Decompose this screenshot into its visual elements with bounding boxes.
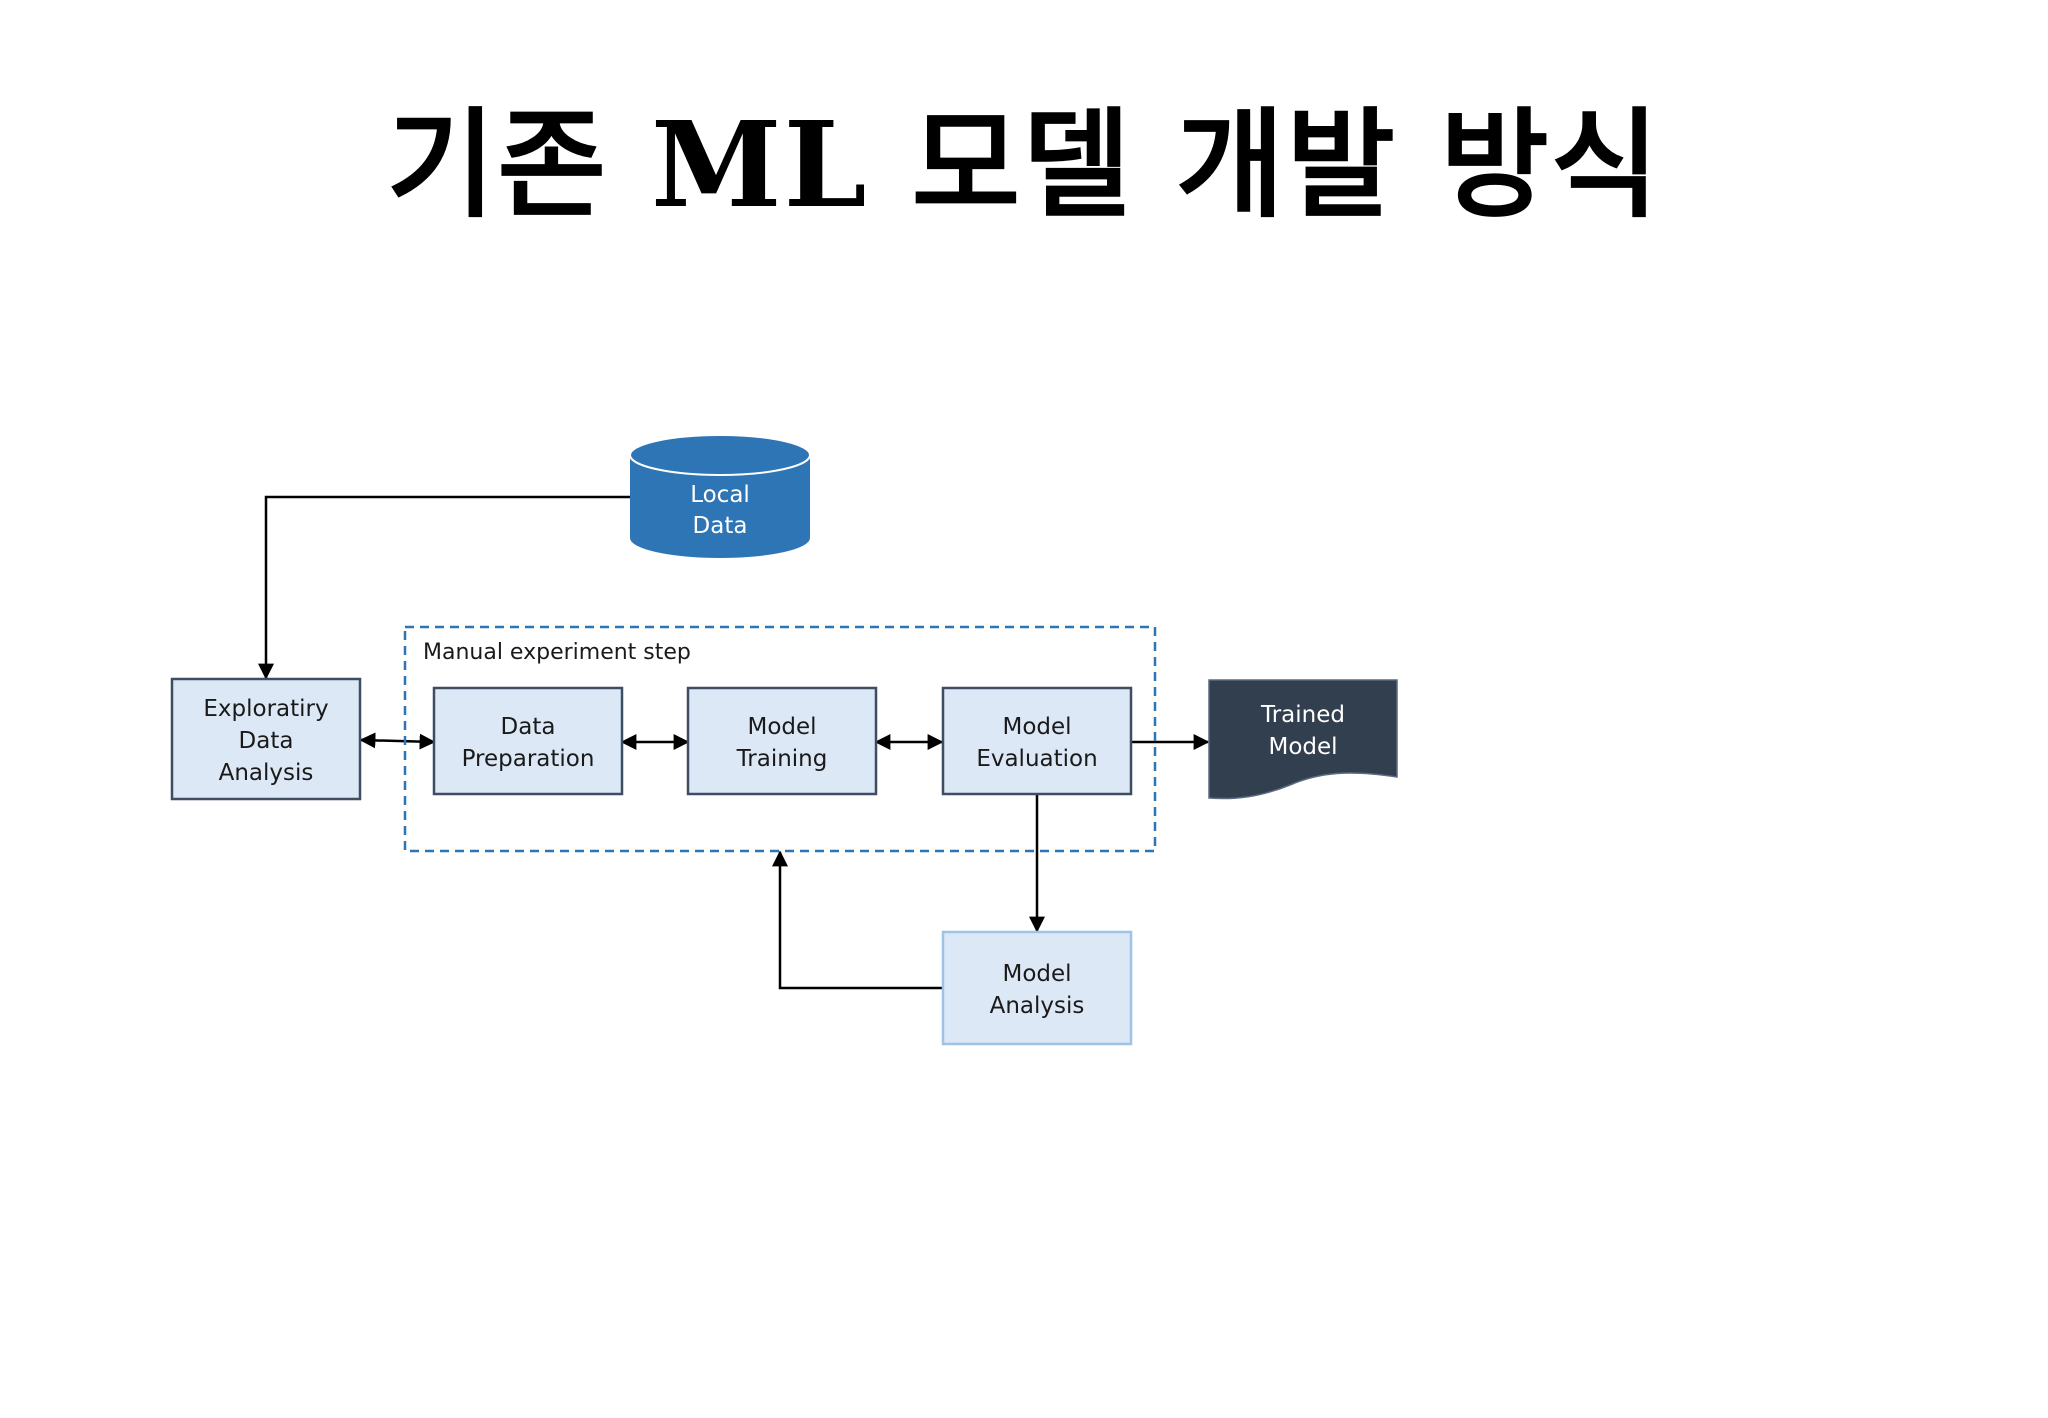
data-prep-label-2: Preparation (462, 746, 595, 772)
connector-local-data-to-eda (258, 495, 630, 680)
trained-model-label-1: Trained (1260, 702, 1345, 728)
connector-analysis-to-group (772, 850, 943, 990)
model-training-label-2: Training (736, 746, 828, 772)
local-data-label-2: Data (693, 513, 748, 539)
eda-label-2: Data (239, 728, 294, 754)
eda-box: Exploratiry Data Analysis (170, 677, 362, 801)
manual-experiment-group (403, 625, 1157, 853)
model-analysis-label-2: Analysis (990, 993, 1085, 1019)
model-training-label-1: Model (747, 714, 816, 740)
local-data-label-1: Local (690, 482, 750, 508)
trained-model-label-2: Model (1268, 734, 1337, 760)
connector-eda-data-prep (359, 732, 436, 750)
eda-label-3: Analysis (219, 760, 314, 786)
model-training-box: Model Training (686, 686, 878, 796)
local-data-cylinder: Local Data (629, 434, 811, 558)
model-analysis-label-1: Model (1002, 961, 1071, 987)
model-evaluation-box: Model Evaluation (941, 686, 1133, 796)
group-label: Manual experiment step (423, 640, 691, 665)
page-title: 기존 ML 모델 개발 방식 (386, 95, 1662, 234)
data-prep-label-1: Data (501, 714, 556, 740)
model-evaluation-label-1: Model (1002, 714, 1071, 740)
connectors (258, 495, 1210, 990)
model-analysis-box: Model Analysis (941, 930, 1133, 1046)
eda-label-1: Exploratiry (203, 696, 328, 722)
trained-model-document: Trained Model (1208, 679, 1398, 800)
model-evaluation-label-2: Evaluation (976, 746, 1097, 772)
data-preparation-box: Data Preparation (432, 686, 624, 796)
